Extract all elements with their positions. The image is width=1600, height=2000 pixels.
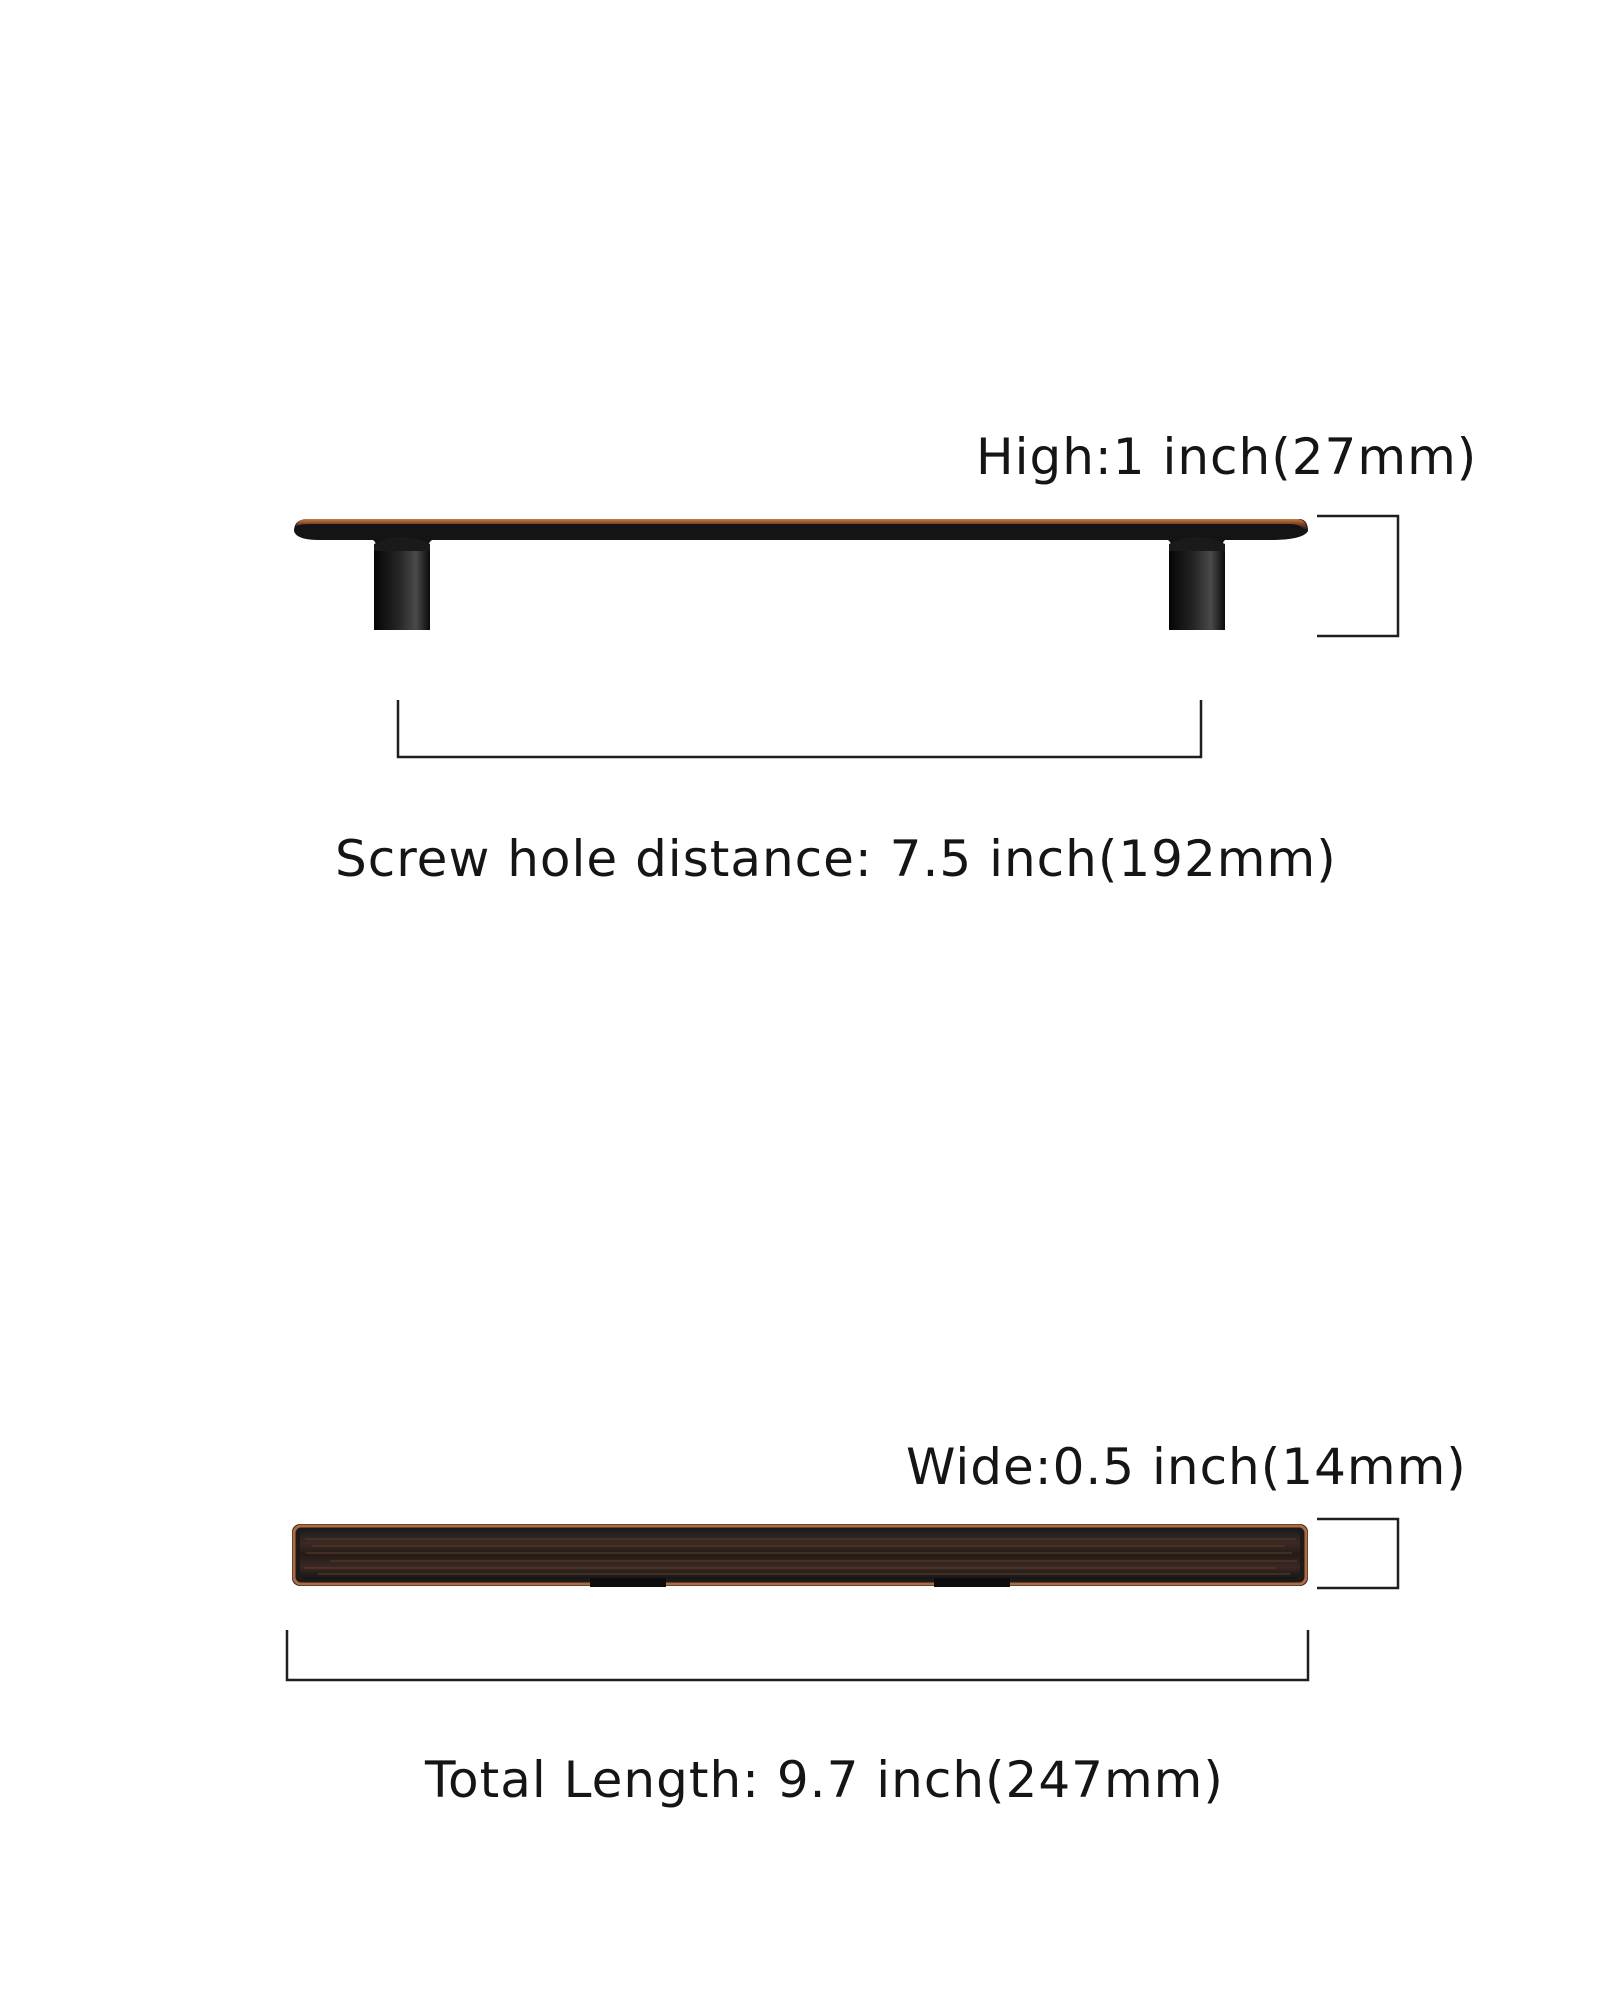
handle-top-view [292, 1524, 1308, 1587]
handle-top-bar-face [300, 1531, 1300, 1579]
handle-side-bar [294, 519, 1308, 630]
handle-right-post [1169, 544, 1225, 630]
screw-hole-dimension-bracket [396, 700, 1203, 759]
handle-side-view [294, 519, 1308, 630]
handle-mount-shadow-left [590, 1578, 666, 1587]
width-dimension-bracket [1317, 1517, 1400, 1590]
handle-left-post [374, 544, 430, 630]
handle-left-post-cap [374, 537, 430, 551]
handle-right-post-cap [1169, 537, 1225, 551]
handle-mount-shadow-right [934, 1578, 1010, 1587]
height-dimension-label: High:1 inch(27mm) [976, 428, 1478, 486]
handle-brushed-texture [304, 1538, 1297, 1575]
height-dimension-bracket [1317, 514, 1400, 638]
handle-top-bar [292, 1524, 1308, 1586]
total-length-dimension-bracket [285, 1630, 1310, 1682]
total-length-label: Total Length: 9.7 inch(247mm) [425, 1751, 1224, 1809]
handle-top-bar-copper-edge [292, 1524, 1308, 1586]
screw-hole-distance-label: Screw hole distance: 7.5 inch(192mm) [335, 830, 1337, 888]
width-dimension-label: Wide:0.5 inch(14mm) [906, 1438, 1467, 1496]
handle-side-copper-edge [296, 519, 1307, 530]
